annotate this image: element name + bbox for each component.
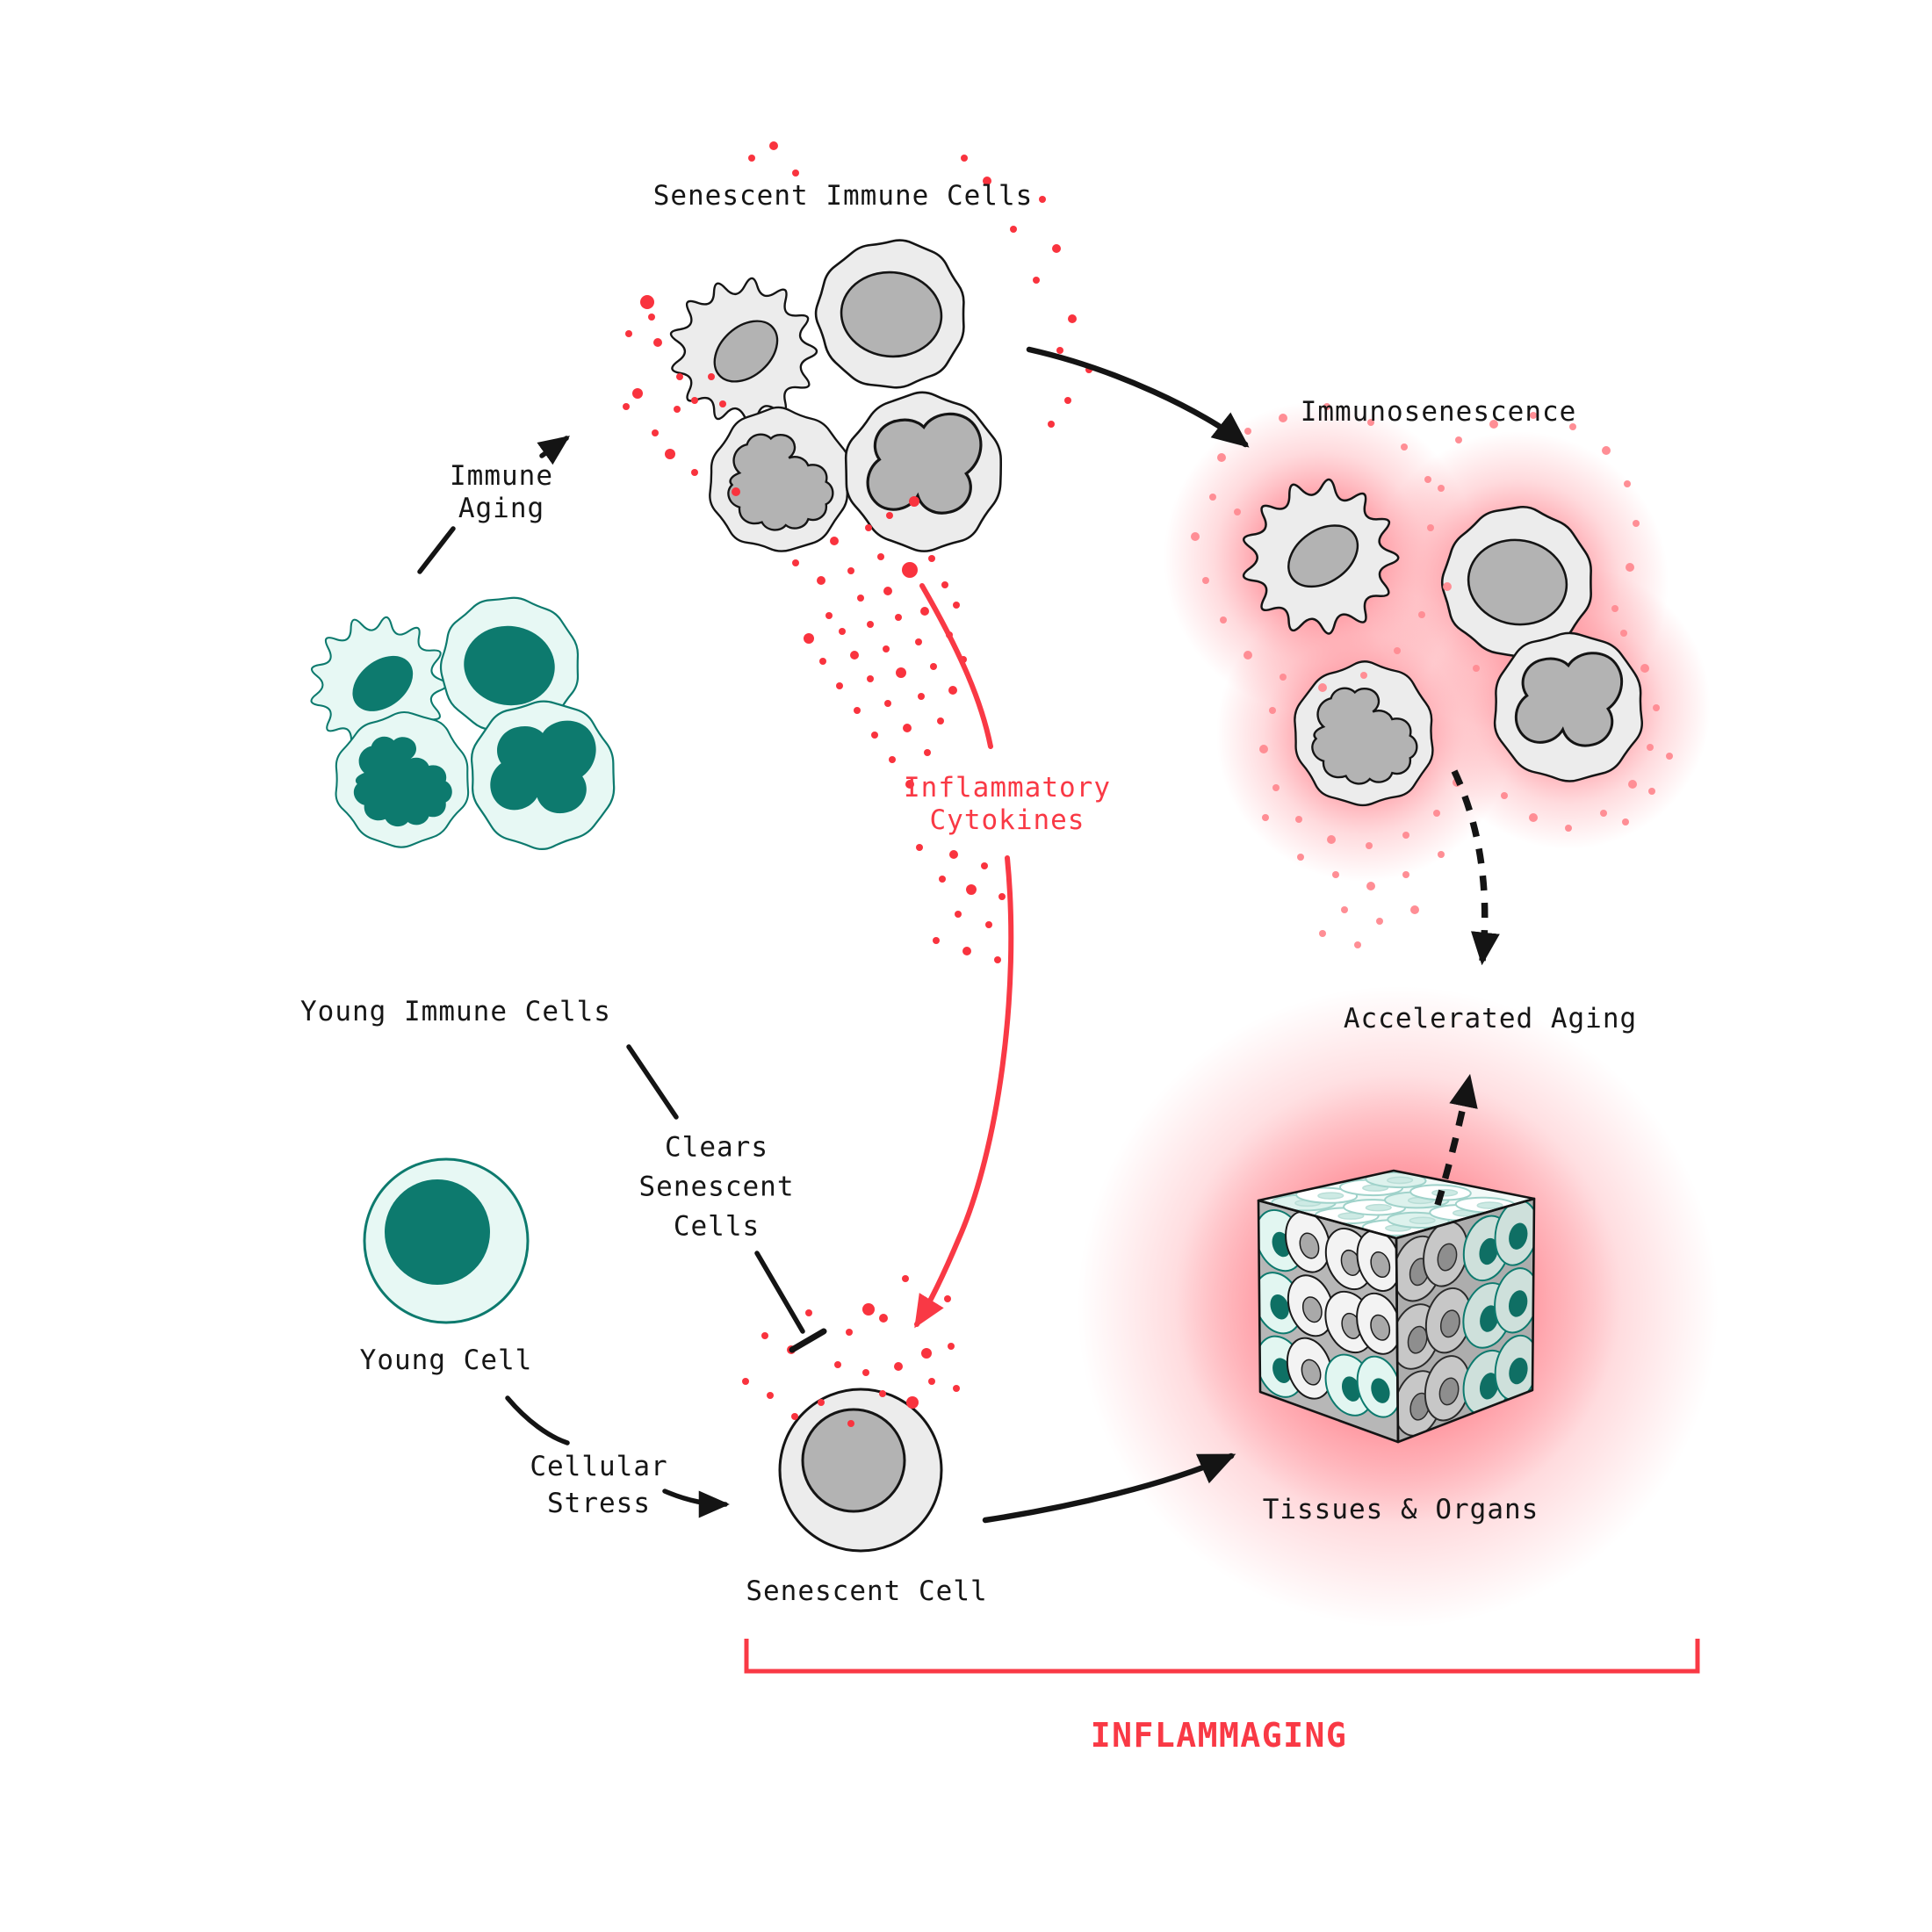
young-round-cell bbox=[439, 596, 580, 736]
cellular-stress-arrow bbox=[505, 1395, 725, 1504]
label-senescent-immune-cells: Senescent Immune Cells bbox=[652, 180, 1034, 212]
immunosenescent-lobed-cell bbox=[1294, 660, 1434, 807]
young-lobed-cell bbox=[335, 710, 470, 848]
immunosenescence-glow bbox=[1164, 401, 1711, 882]
immunosenescent-heart-cell bbox=[1493, 631, 1643, 782]
immunosenescence-to-aging-dashed-arrow bbox=[1451, 769, 1500, 966]
clears-inhibition-line bbox=[626, 1044, 805, 1334]
label-tissues-organs: Tissues & Organs bbox=[1262, 1494, 1539, 1525]
senescent-immune-cells-illustration bbox=[669, 239, 1003, 552]
label-young-cell: Young Cell bbox=[359, 1344, 533, 1376]
label-clears-senescent-cells: Clears Senescent Cells bbox=[638, 1131, 795, 1243]
young-cell-illustration bbox=[363, 1157, 530, 1324]
immunosenescence-illustration bbox=[1242, 478, 1643, 807]
label-immune-aging: Immune Aging bbox=[450, 460, 553, 524]
label-cellular-stress: Cellular Stress bbox=[530, 1451, 668, 1519]
senescent-to-tissues-arrow bbox=[982, 1453, 1236, 1524]
senescent-round-cell bbox=[814, 239, 965, 389]
senescent-lobed-cell bbox=[709, 406, 850, 552]
clears-inhibition-tbar bbox=[789, 1328, 827, 1353]
young-heart-cell bbox=[470, 700, 616, 851]
tissues-to-aging-dashed-arrow bbox=[1434, 1073, 1478, 1207]
label-senescent-cell: Senescent Cell bbox=[746, 1575, 988, 1607]
young-immune-cells-illustration bbox=[310, 596, 616, 851]
inflammaging-bracket bbox=[744, 1639, 1700, 1674]
cytokine-dots-immunosenescence bbox=[1191, 403, 1673, 948]
senescent-heart-cell bbox=[844, 391, 1003, 552]
inflammatory-cytokines-arrow bbox=[917, 583, 1014, 1324]
senescent-spiky-cell bbox=[669, 277, 818, 426]
label-inflammatory-cytokines: Inflammatory Cytokines bbox=[904, 772, 1111, 836]
aging-to-immunosenescence-arrow bbox=[1026, 346, 1250, 448]
label-accelerated-aging: Accelerated Aging bbox=[1343, 1003, 1638, 1034]
senescent-cell-illustration bbox=[778, 1388, 943, 1553]
tissue-cube-illustration bbox=[1257, 1169, 1536, 1444]
immunosenescent-spiky-cell bbox=[1242, 478, 1400, 635]
label-immunosenescence: Immunosenescence bbox=[1300, 396, 1577, 428]
label-inflammaging: INFLAMMAGING bbox=[1090, 1716, 1348, 1755]
immune-aging-arrow bbox=[417, 438, 566, 574]
label-young-immune-cells: Young Immune Cells bbox=[300, 996, 611, 1027]
